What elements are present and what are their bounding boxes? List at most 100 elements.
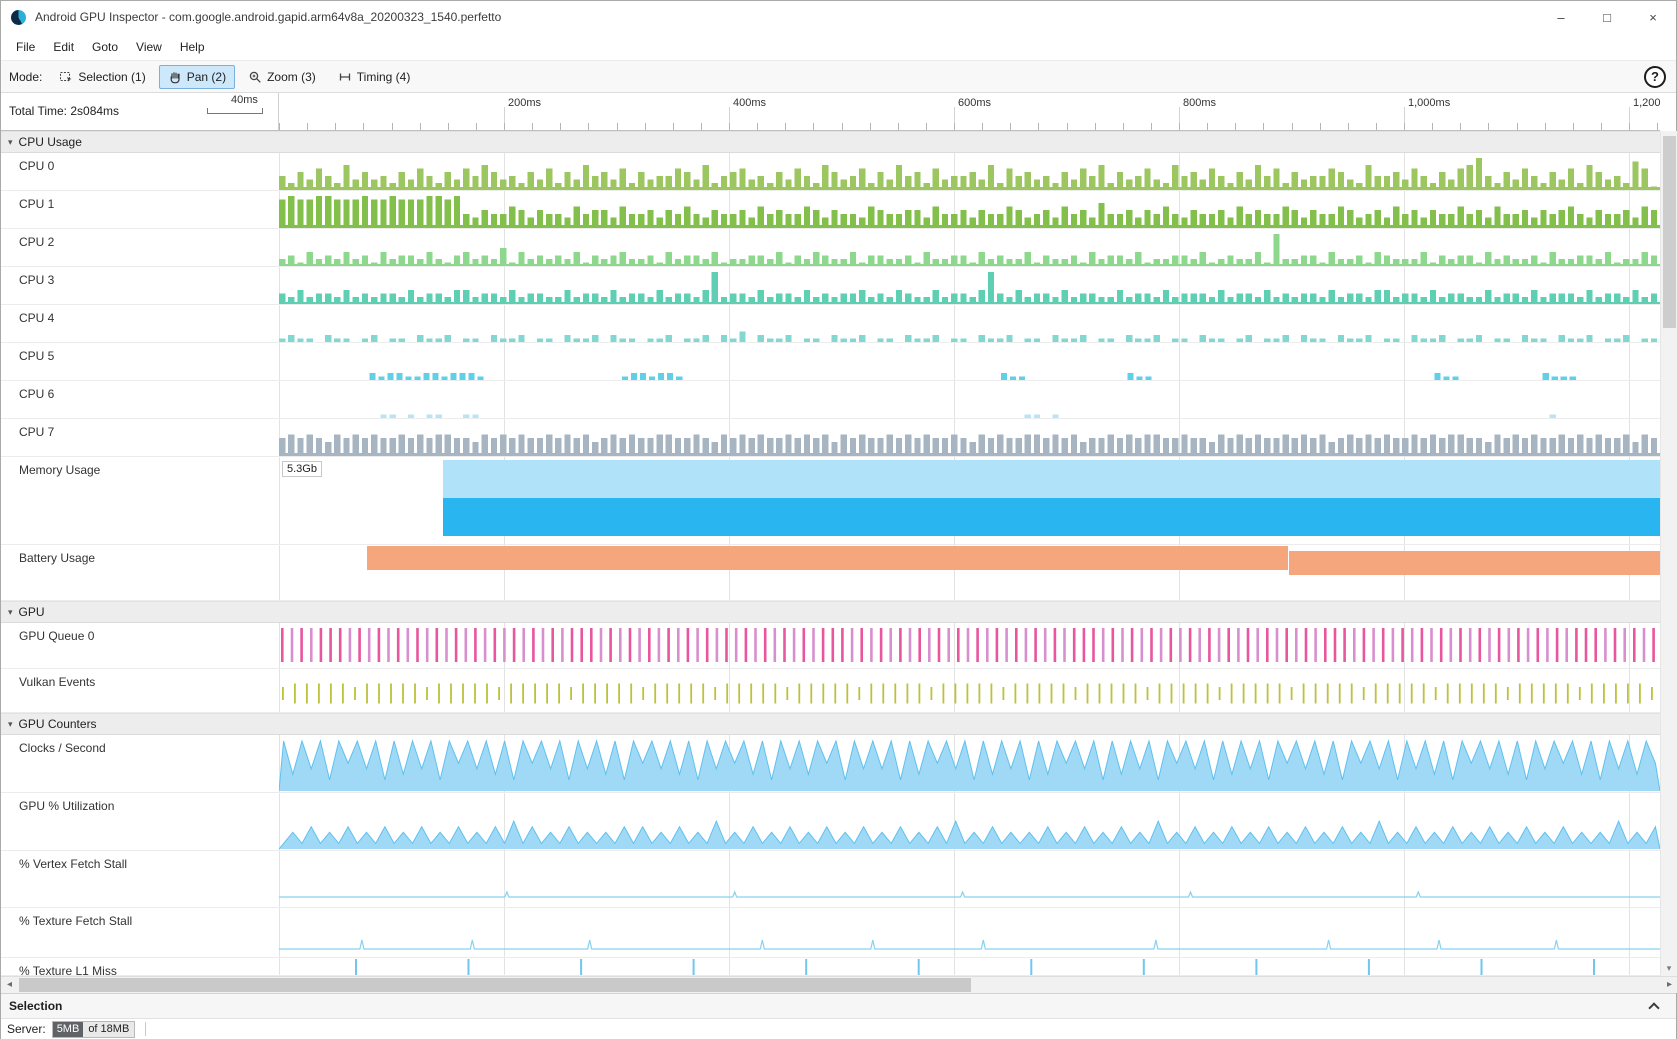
track-chart-cpu-1[interactable] xyxy=(279,191,1660,228)
close-button[interactable]: × xyxy=(1649,9,1657,25)
horizontal-scrollbar-thumb[interactable] xyxy=(19,978,971,992)
minor-tick xyxy=(925,123,927,130)
minor-tick xyxy=(560,123,562,130)
track-vulkan-events: Vulkan Events xyxy=(1,669,1660,713)
collapse-arrow-icon[interactable]: ▾ xyxy=(8,606,13,617)
tool-button-label: Timing (4) xyxy=(356,69,411,84)
track-texture-l1-miss: % Texture L1 Miss xyxy=(1,958,1660,976)
minor-tick xyxy=(504,123,505,130)
scroll-down-arrow-icon[interactable]: ▾ xyxy=(1666,963,1672,973)
ruler-tick-label: 200ms xyxy=(508,97,542,109)
minor-tick xyxy=(1291,123,1293,130)
section-header-cpu-usage[interactable]: ▾CPU Usage xyxy=(1,131,1660,153)
scroll-right-arrow-icon[interactable]: ▸ xyxy=(1666,979,1673,990)
menu-help[interactable]: Help xyxy=(179,39,205,54)
chevron-up-icon[interactable] xyxy=(1648,1002,1660,1014)
track-chart-vulkan-events[interactable] xyxy=(279,669,1660,712)
menu-file[interactable]: File xyxy=(16,39,36,54)
track-chart-cpu-5[interactable] xyxy=(279,343,1660,380)
maximize-button[interactable]: □ xyxy=(1603,9,1611,25)
menu-edit[interactable]: Edit xyxy=(53,39,75,54)
minor-tick xyxy=(1235,123,1237,130)
vertical-scrollbar-thumb[interactable] xyxy=(1663,136,1676,328)
track-chart-memory-usage[interactable]: 5.3Gb xyxy=(279,457,1660,544)
status-bar: Server: 5MB of 18MB xyxy=(1,1018,1676,1039)
track-chart-cpu-2[interactable] xyxy=(279,229,1660,266)
minor-tick xyxy=(363,123,365,130)
minor-tick xyxy=(1347,123,1349,130)
help-button[interactable]: ? xyxy=(1644,66,1666,88)
track-cpu-2: CPU 2 xyxy=(1,229,1660,267)
track-chart-gpu-queue-0[interactable] xyxy=(279,623,1660,668)
minor-tick xyxy=(1629,123,1630,130)
ruler-tick-label: 600ms xyxy=(958,97,992,109)
ruler-tick-label: 1,200ms xyxy=(1633,97,1660,109)
track-label: CPU 5 xyxy=(19,349,55,363)
app-logo-icon xyxy=(11,9,26,25)
track-chart-cpu-3[interactable] xyxy=(279,267,1660,304)
scroll-left-arrow-icon[interactable]: ◂ xyxy=(6,979,13,990)
track-label: CPU 4 xyxy=(19,311,55,325)
track-cpu-6: CPU 6 xyxy=(1,381,1660,419)
track-cpu-4: CPU 4 xyxy=(1,305,1660,343)
menu-view[interactable]: View xyxy=(136,39,162,54)
toolbar: Mode: Selection (1) Pan (2) Zoom (3) Tim… xyxy=(1,60,1676,93)
minor-tick xyxy=(447,123,449,130)
track-label: CPU 1 xyxy=(19,197,55,211)
timing-mode-button[interactable]: Timing (4) xyxy=(329,65,420,89)
minor-tick xyxy=(1404,123,1405,130)
major-tick xyxy=(1179,107,1180,130)
track-chart-cpu-7[interactable] xyxy=(279,419,1660,456)
collapse-arrow-icon[interactable]: ▾ xyxy=(8,136,13,147)
minor-tick xyxy=(1572,123,1574,130)
minor-tick xyxy=(954,123,955,130)
scale-label: 40ms xyxy=(231,94,258,106)
memory-band-dark[interactable] xyxy=(443,498,1660,536)
battery-band[interactable] xyxy=(367,546,1288,570)
track-label: % Texture L1 Miss xyxy=(19,964,117,976)
zoom-mode-button[interactable]: Zoom (3) xyxy=(239,65,325,89)
track-label: CPU 2 xyxy=(19,235,55,249)
track-chart-vertex-fetch-stall[interactable] xyxy=(279,851,1660,907)
section-title: GPU Counters xyxy=(18,717,97,731)
battery-band-step[interactable] xyxy=(1289,551,1660,575)
minor-tick xyxy=(1319,123,1321,130)
track-chart-gpu-utilization[interactable] xyxy=(279,793,1660,850)
selection-panel-header[interactable]: Selection xyxy=(1,993,1676,1018)
track-chart-texture-l1-miss[interactable] xyxy=(279,958,1660,975)
track-chart-cpu-6[interactable] xyxy=(279,381,1660,418)
selection-mode-button[interactable]: Selection (1) xyxy=(50,65,154,89)
section-header-gpu-counters[interactable]: ▾ GPU Counters xyxy=(1,713,1660,735)
track-chart-cpu-4[interactable] xyxy=(279,305,1660,342)
minor-tick xyxy=(1150,123,1152,130)
collapse-arrow-icon[interactable]: ▾ xyxy=(8,718,13,729)
track-chart-texture-fetch-stall[interactable] xyxy=(279,908,1660,957)
minor-tick xyxy=(1122,123,1124,130)
track-chart-clocks-second[interactable] xyxy=(279,735,1660,792)
timing-icon xyxy=(338,70,352,84)
track-gpu-queue-0: GPU Queue 0 xyxy=(1,623,1660,669)
scale-bracket-icon xyxy=(207,108,263,114)
track-chart-cpu-0[interactable] xyxy=(279,153,1660,190)
track-label: CPU 0 xyxy=(19,159,55,173)
track-cpu-5: CPU 5 xyxy=(1,343,1660,381)
minor-tick xyxy=(1375,123,1377,130)
total-time-label: Total Time: 2s084ms xyxy=(9,104,120,118)
minor-tick xyxy=(419,123,421,130)
track-chart-battery-usage[interactable] xyxy=(279,545,1660,600)
selection-icon xyxy=(59,70,73,84)
minor-tick xyxy=(1094,123,1096,130)
pan-mode-button[interactable]: Pan (2) xyxy=(158,64,236,89)
minor-tick xyxy=(532,123,534,130)
minor-tick xyxy=(1432,123,1434,130)
memory-band-light[interactable] xyxy=(443,460,1660,498)
section-header-gpu[interactable]: ▾GPU xyxy=(1,601,1660,623)
minor-tick xyxy=(1488,123,1490,130)
menu-goto[interactable]: Goto xyxy=(92,39,119,54)
vertical-scrollbar[interactable]: ▾ xyxy=(1660,131,1677,976)
horizontal-scrollbar[interactable]: ◂ ▸ xyxy=(1,976,1677,993)
minimize-button[interactable]: – xyxy=(1557,9,1565,25)
